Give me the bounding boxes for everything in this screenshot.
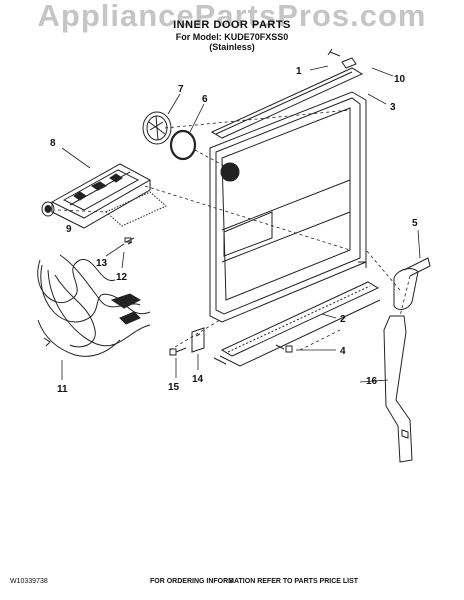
door-hinge-arm [383, 257, 431, 463]
callout-6: 6 [202, 94, 208, 105]
control-panel-housing [50, 163, 152, 229]
callout-9: 9 [66, 224, 72, 235]
callout-15: 15 [168, 382, 180, 393]
mounting-screw-15 [169, 347, 187, 356]
callout-14: 14 [192, 374, 204, 385]
callout-12: 12 [116, 272, 128, 283]
part-callouts: 1 2 3 4 5 6 7 8 9 10 11 12 13 14 15 16 [50, 66, 418, 395]
callout-13: 13 [96, 258, 108, 269]
inner-door-panel [209, 91, 367, 323]
callout-2: 2 [340, 314, 346, 325]
mounting-screw-2 [275, 344, 293, 353]
wiring-harness [37, 254, 151, 357]
callout-10: 10 [394, 74, 406, 85]
vent-screw-1 [327, 48, 341, 57]
callout-8: 8 [50, 138, 56, 149]
callout-4: 4 [340, 346, 346, 357]
model-variant: (Stainless) [209, 42, 255, 52]
control-gasket [105, 191, 167, 227]
callout-16: 16 [366, 376, 378, 387]
page-title: INNER DOOR PARTS [173, 19, 291, 31]
strike-bracket [191, 327, 205, 353]
model-subtitle: For Model: KUDE70FXSS0 [175, 32, 289, 42]
callout-5: 5 [412, 218, 418, 229]
page-number: 3 [229, 578, 233, 585]
callout-11: 11 [57, 384, 68, 395]
callout-1: 1 [296, 66, 302, 77]
top-vent-strip [210, 57, 364, 139]
vent-gasket-ring [169, 129, 197, 161]
callout-3: 3 [390, 102, 396, 113]
ordering-note: FOR ORDERING INFORMATION REFER TO PARTS … [150, 578, 359, 585]
callout-7: 7 [178, 84, 184, 95]
mounting-screw-13 [124, 237, 135, 245]
control-knob [41, 201, 55, 217]
document-number: W10339738 [10, 578, 48, 585]
lower-gasket [213, 281, 381, 367]
